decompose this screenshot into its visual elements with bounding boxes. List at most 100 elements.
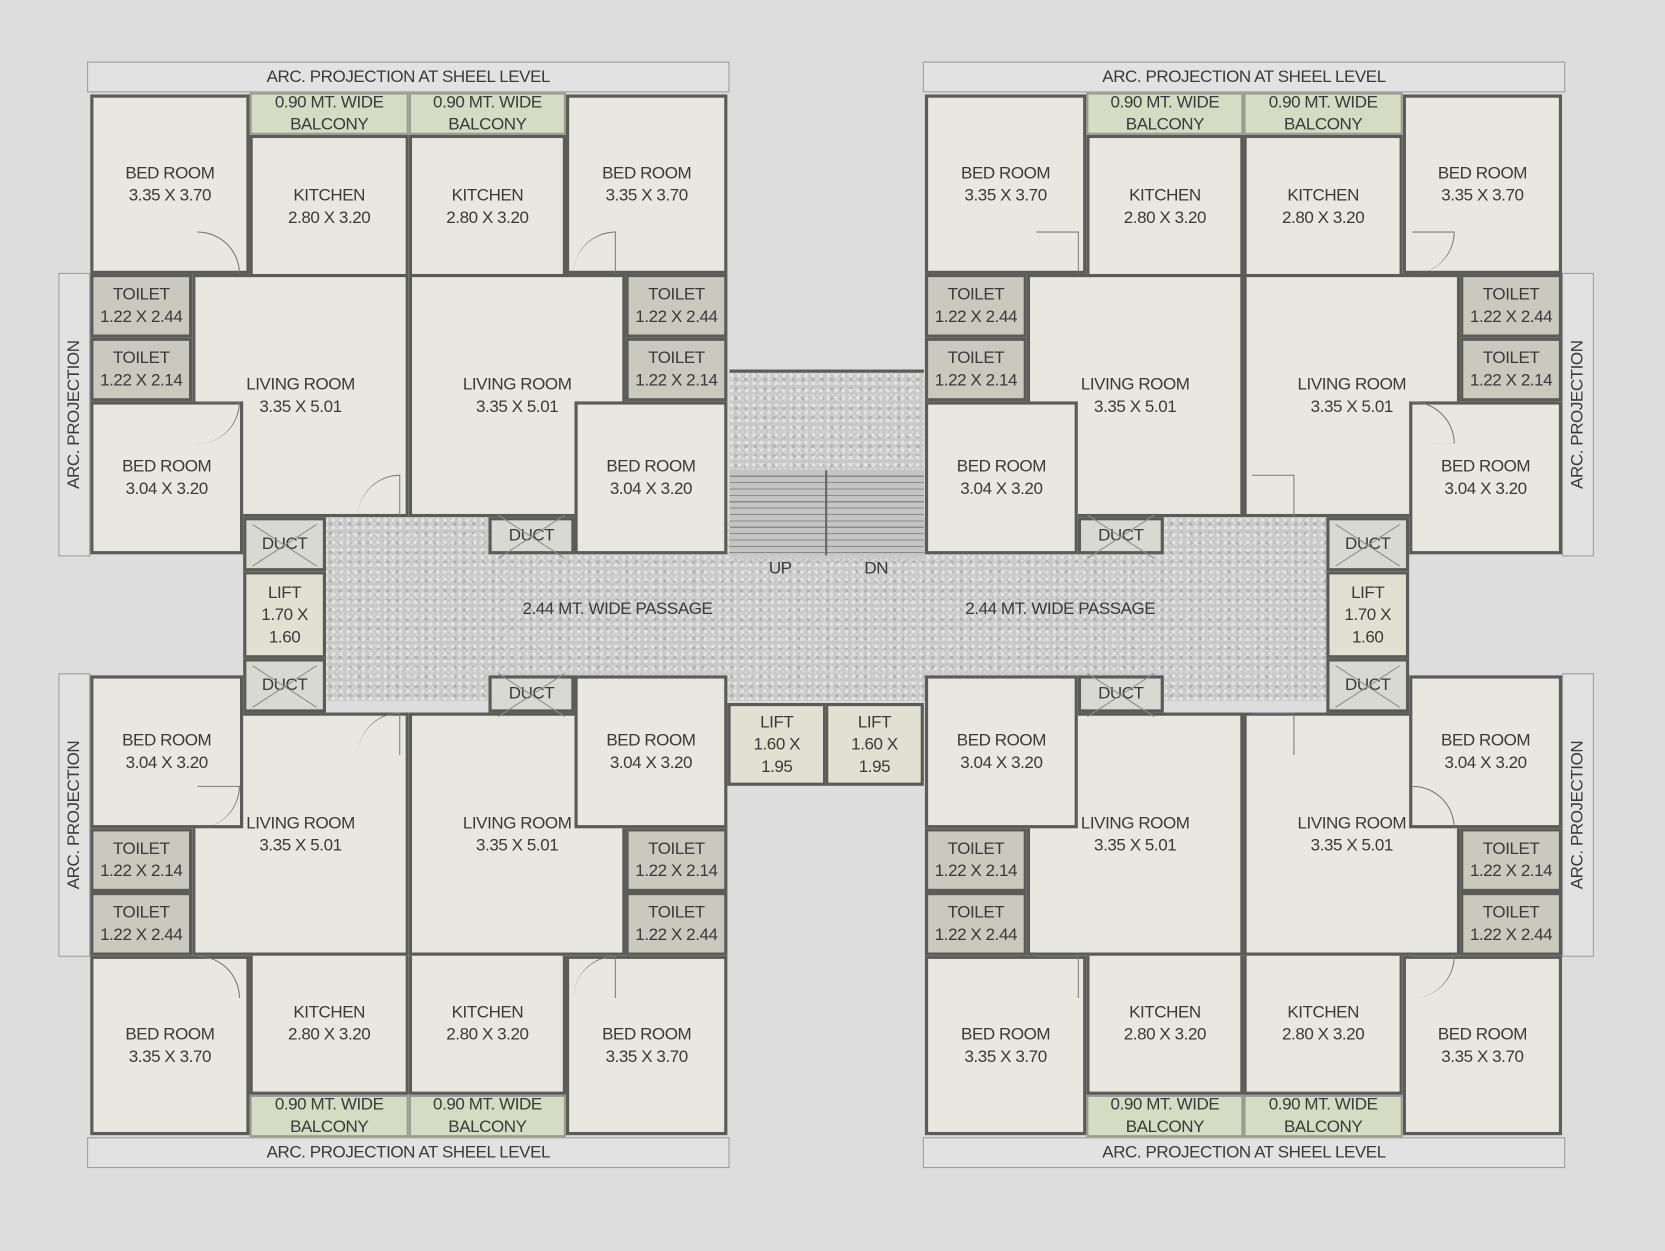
- central-lift-1: LIFT 1.60 X 1.95: [727, 702, 827, 786]
- door-swing-icon: [1251, 712, 1295, 756]
- room-size: 1.22 X 2.14: [1469, 862, 1553, 881]
- room-name: TOILET: [112, 839, 170, 859]
- toilet: TOILET 1.22 X 2.14: [1460, 828, 1563, 892]
- room-size: 3.04 X 3.20: [125, 753, 209, 773]
- duct: DUCT: [243, 658, 327, 713]
- room-name: 0.90 MT. WIDE: [274, 93, 384, 112]
- room-size: BALCONY: [1284, 1118, 1363, 1137]
- room-name: 0.90 MT. WIDE: [1110, 1095, 1220, 1114]
- lift-label: 1.60: [268, 628, 301, 647]
- room-name: BED ROOM: [122, 457, 212, 476]
- room-name: TOILET: [947, 349, 1005, 368]
- door-swing-icon: [1036, 955, 1079, 999]
- room-size: 3.35 X 5.01: [1094, 397, 1177, 416]
- room-name: TOILET: [947, 903, 1005, 922]
- lift-size: 1.95: [858, 757, 891, 776]
- room-name: TOILET: [1482, 839, 1540, 859]
- room-name: TOILET: [648, 285, 705, 304]
- room-size: 2.80 X 3.20: [446, 208, 529, 227]
- lift-label: LIFT: [267, 583, 302, 602]
- room-size: 2.80 X 3.20: [1123, 1025, 1207, 1044]
- room-name: TOILET: [112, 349, 170, 368]
- lift-size: 1.95: [761, 757, 793, 776]
- arc-projection-strip: ARC. PROJECTION AT SHEEL LEVEL: [922, 1137, 1566, 1169]
- arc-projection-label: ARC. PROJECTION AT SHEEL LEVEL: [266, 67, 551, 87]
- room-size: BALCONY: [448, 1118, 527, 1137]
- room-size: 3.04 X 3.20: [609, 479, 693, 499]
- room-size: 3.04 X 3.20: [609, 753, 693, 773]
- arc-projection-strip: ARC. PROJECTION AT SHEEL LEVEL: [87, 61, 730, 93]
- room-size: 3.35 X 3.70: [964, 186, 1047, 205]
- door-swing-icon: [1036, 231, 1079, 274]
- lift-size: 1.60 X: [753, 735, 801, 754]
- room-size: BALCONY: [1125, 1118, 1205, 1137]
- arc-projection-strip: ARC. PROJECTION AT SHEEL LEVEL: [87, 1137, 730, 1169]
- room-name: LIVING ROOM: [246, 813, 355, 832]
- room-name: BED ROOM: [606, 457, 696, 476]
- arc-projection-side-label: ARC. PROJECTION: [1568, 740, 1588, 890]
- stair-divider: [825, 470, 828, 556]
- room-size: 1.22 X 2.44: [635, 307, 718, 327]
- room-size: 3.35 X 3.70: [1441, 186, 1524, 205]
- room-name: TOILET: [112, 285, 170, 304]
- lift-label: 1.70 X: [1344, 605, 1392, 624]
- room-name: BED ROOM: [1437, 1025, 1528, 1044]
- room-size: 1.22 X 2.14: [100, 371, 183, 390]
- room-size: 1.22 X 2.44: [1469, 925, 1553, 945]
- toilet: TOILET 1.22 X 2.14: [924, 337, 1027, 402]
- room-name: KITCHEN: [1287, 186, 1359, 205]
- lift-label: LIFT: [760, 713, 794, 732]
- room-size: 1.22 X 2.14: [635, 371, 718, 390]
- room-name: DUCT: [1344, 676, 1391, 695]
- room-size: 1.22 X 2.14: [934, 371, 1018, 390]
- room-name: DUCT: [261, 535, 308, 554]
- room-size: 3.35 X 5.01: [1310, 836, 1394, 855]
- room-name: TOILET: [112, 903, 170, 922]
- room-size: 1.22 X 2.44: [934, 307, 1018, 327]
- room-size: 3.04 X 3.20: [1444, 753, 1527, 773]
- room-size: 3.04 X 3.20: [1444, 479, 1527, 499]
- room-size: 2.80 X 3.20: [446, 1025, 529, 1044]
- room-name: TOILET: [1482, 349, 1540, 368]
- room-size: 3.35 X 3.70: [964, 1047, 1047, 1066]
- room-size: 3.35 X 3.70: [605, 1047, 689, 1066]
- room-name: KITCHEN: [451, 186, 524, 205]
- room-name: TOILET: [947, 285, 1005, 304]
- room-name: BED ROOM: [606, 731, 696, 750]
- room-name: KITCHEN: [293, 1002, 365, 1022]
- room-size: 1.22 X 2.14: [635, 862, 718, 881]
- arc-projection-side-strip: ARC. PROJECTION: [58, 272, 91, 557]
- arc-projection-strip: ARC. PROJECTION AT SHEEL LEVEL: [922, 61, 1566, 93]
- duct: DUCT: [1077, 517, 1164, 555]
- room-name: LIVING ROOM: [1080, 375, 1190, 394]
- arc-projection-side-strip: ARC. PROJECTION: [1562, 272, 1594, 557]
- room-size: 2.80 X 3.20: [1123, 208, 1207, 227]
- room-name: 0.90 MT. WIDE: [433, 93, 542, 112]
- duct: DUCT: [1326, 658, 1410, 713]
- room-name: LIVING ROOM: [246, 375, 355, 394]
- room-name: BED ROOM: [122, 731, 212, 750]
- room-name: DUCT: [1344, 535, 1391, 554]
- room-name: BED ROOM: [961, 1025, 1051, 1044]
- room-size: 2.80 X 3.20: [1281, 1025, 1365, 1044]
- room-size: 3.35 X 3.70: [605, 186, 689, 205]
- toilet: TOILET 1.22 X 2.44: [625, 273, 728, 338]
- toilet: TOILET 1.22 X 2.14: [90, 337, 193, 402]
- room-size: BALCONY: [448, 115, 527, 134]
